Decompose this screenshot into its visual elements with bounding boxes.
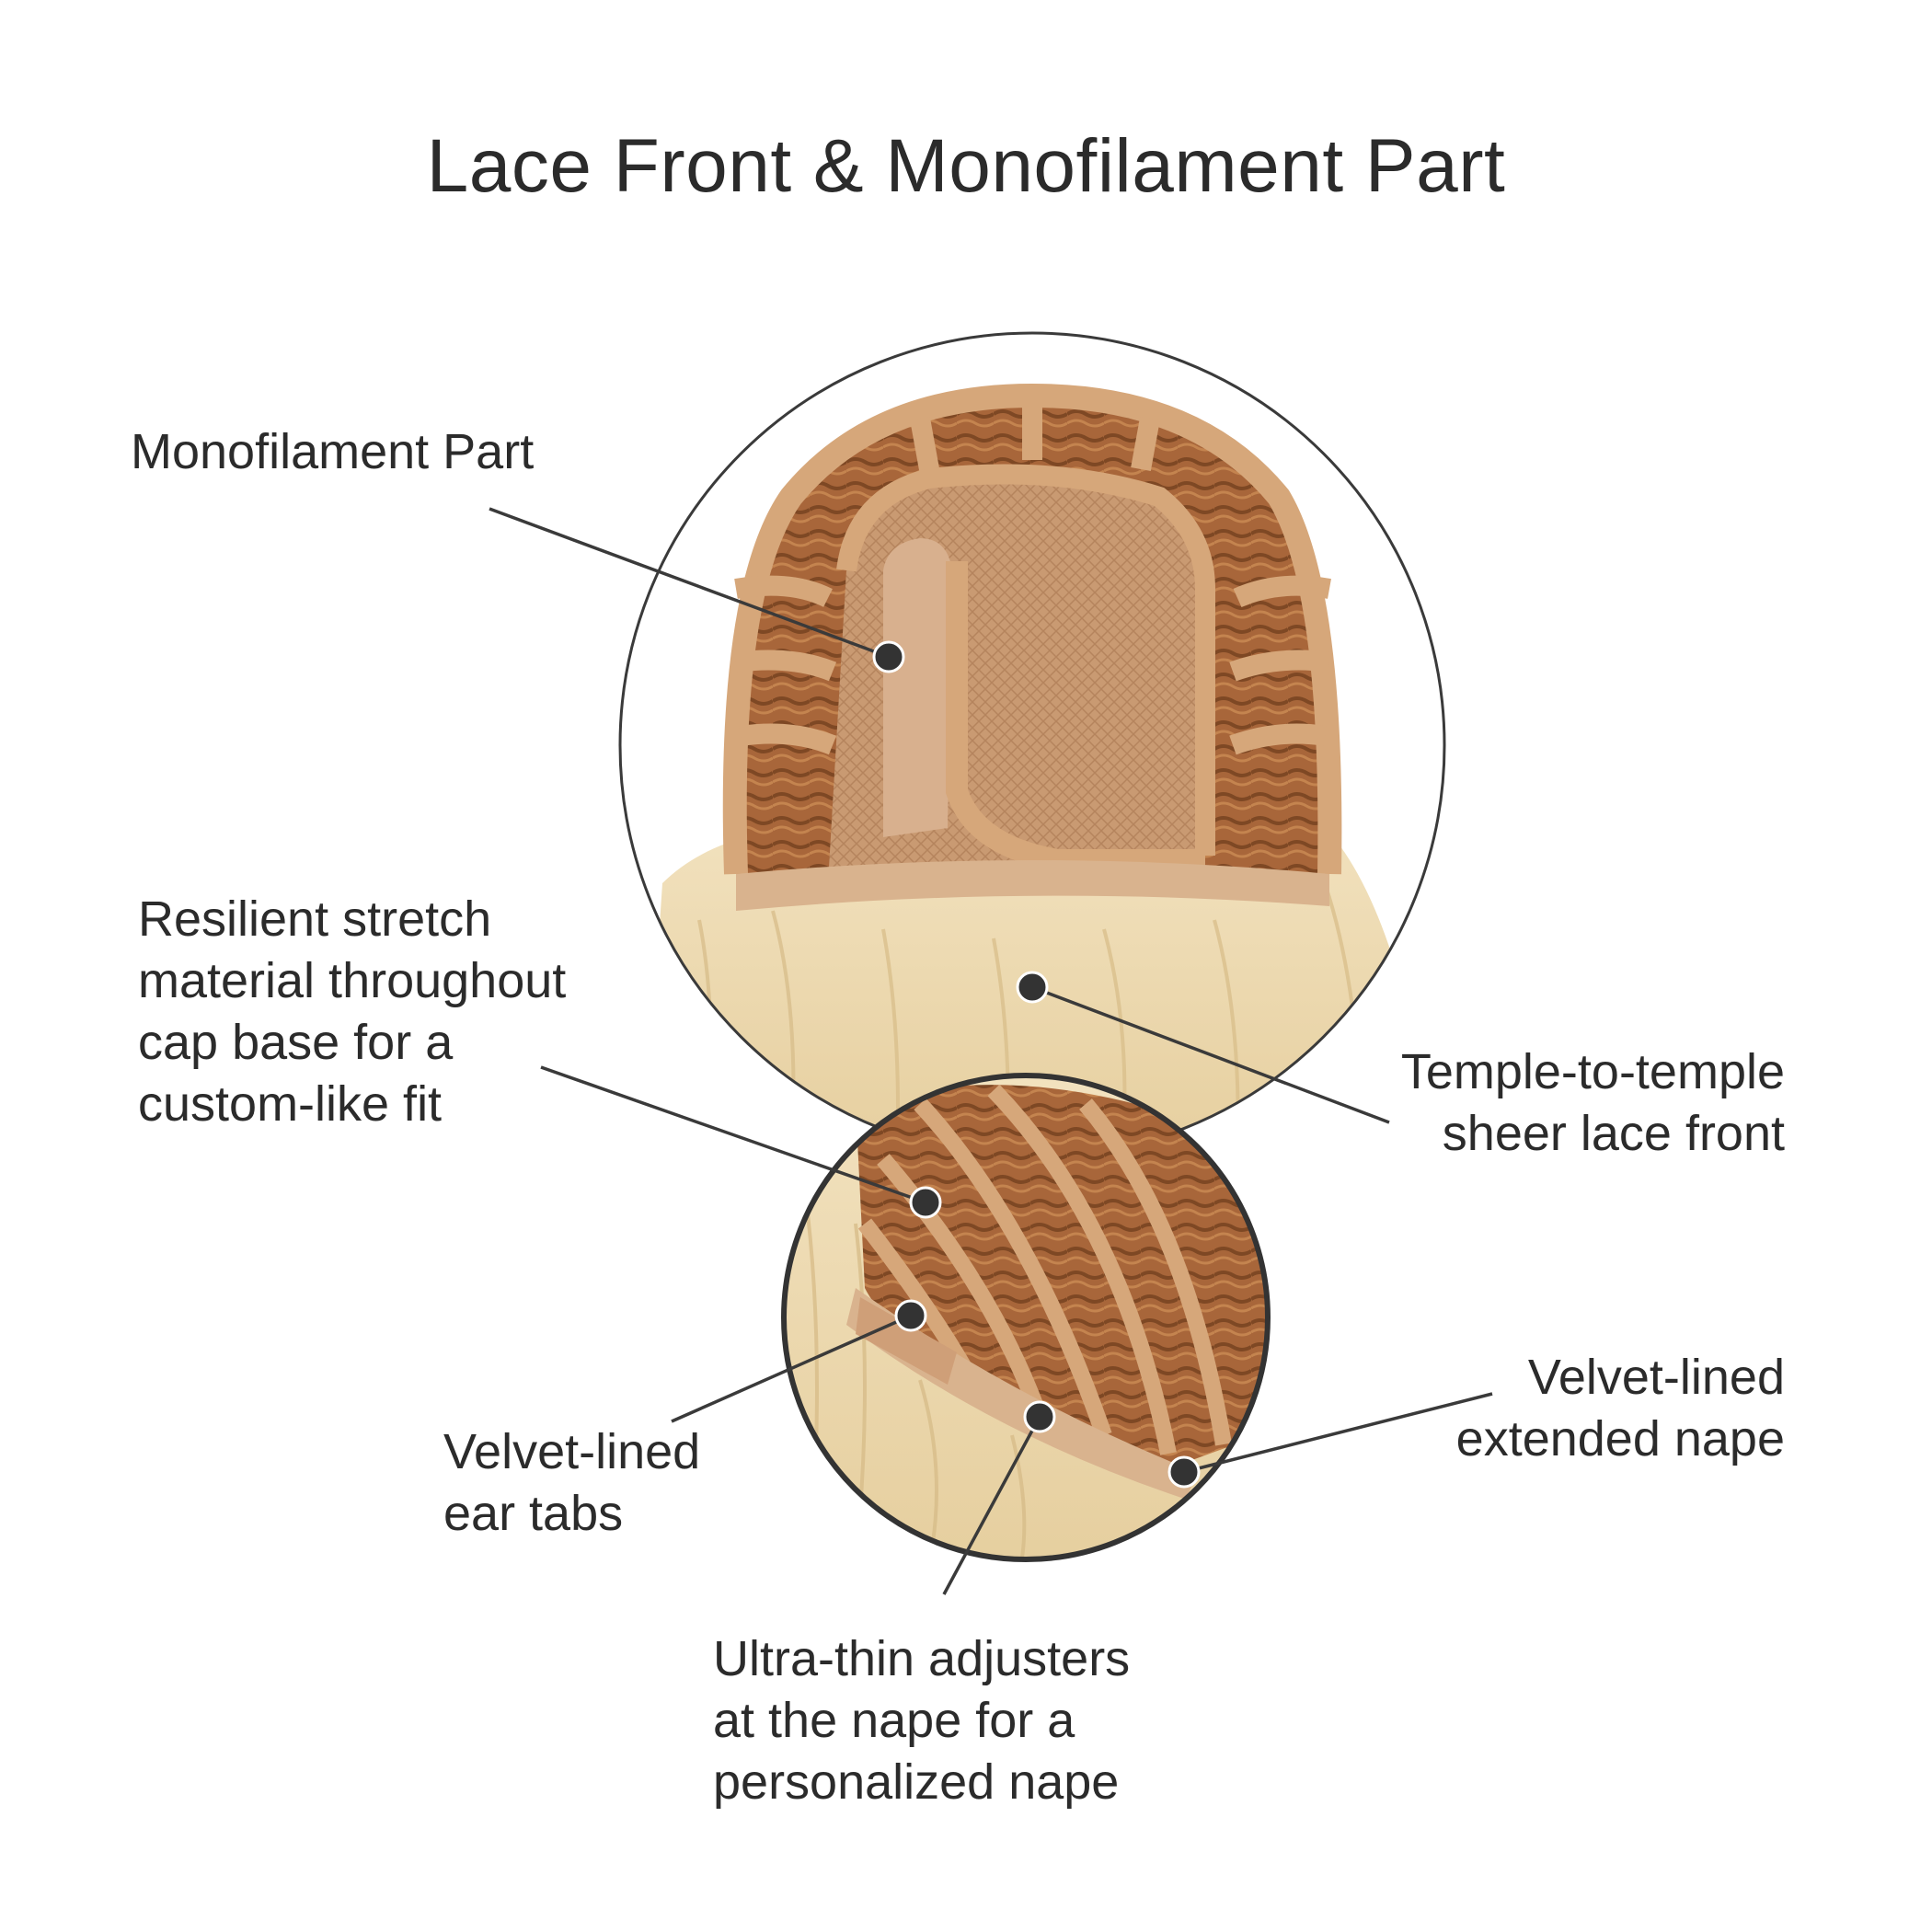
label-extended-nape: Velvet-lined extended nape: [1455, 1350, 1785, 1466]
cap-nape-view-photo: [784, 1075, 1268, 1559]
label-ear-tabs: Velvet-lined ear tabs: [443, 1424, 701, 1541]
leader-stretch-material: [540, 1065, 926, 1204]
leader-ear-tabs: [671, 1314, 912, 1423]
dot-mono-part: [872, 640, 905, 673]
leader-extended-nape: [1183, 1392, 1493, 1474]
label-stretch-material: Resilient stretch material throughout ca…: [138, 891, 567, 1132]
label-monofilament-part: Monofilament Part: [131, 424, 535, 479]
cap-top-view-photo: [620, 333, 1444, 1157]
leader-lace-front: [1031, 985, 1390, 1124]
dot-lace-front: [1016, 971, 1049, 1004]
leader-mono-part: [489, 507, 890, 659]
dot-ear-tabs: [894, 1299, 927, 1332]
label-adjusters: Ultra-thin adjusters at the nape for a p…: [713, 1631, 1131, 1810]
dot-stretch-material: [909, 1186, 942, 1219]
page-title: Lace Front & Monofilament Part: [426, 124, 1506, 208]
dot-extended-nape: [1167, 1455, 1201, 1489]
leader-adjusters: [942, 1416, 1041, 1595]
callout-leader-lines: [489, 507, 1493, 1595]
dot-adjusters: [1023, 1400, 1056, 1433]
label-lace-front: Temple-to-temple sheer lace front: [1400, 1044, 1785, 1161]
callout-dots: [872, 640, 1201, 1489]
cap-nape-view-frame: [781, 1073, 1271, 1562]
